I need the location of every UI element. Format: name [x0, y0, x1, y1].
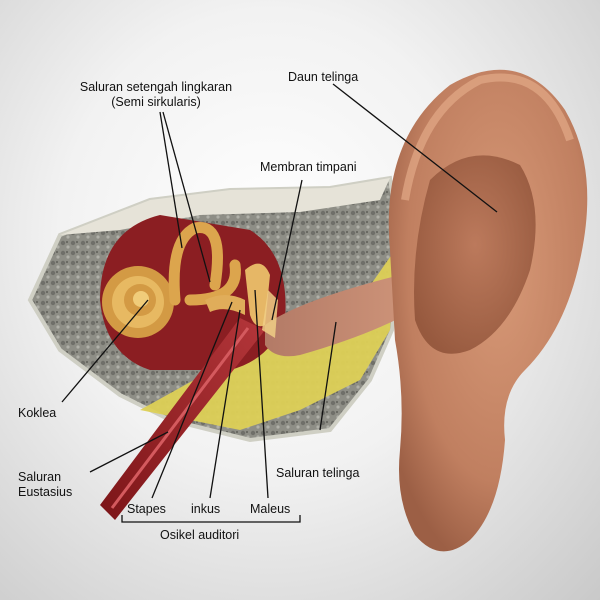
leader-lines — [61, 83, 498, 523]
label-malleus: Maleus — [250, 502, 291, 516]
label-semicircular-line1: Saluran setengah lingkaran — [79, 80, 233, 94]
label-semicircular-line2: (Semi sirkularis) — [111, 95, 201, 109]
label-ear-canal: Saluran telinga — [276, 466, 360, 480]
ossicles-shape — [205, 263, 278, 338]
label-incus: inkus — [191, 502, 221, 516]
helix-rim — [401, 73, 574, 201]
label-auditory-ossicles: Osikel auditori — [160, 528, 240, 542]
label-semicircular-canals: Saluran setengah lingkaran (Semi sirkula… — [66, 80, 246, 110]
label-pinna: Daun telinga — [288, 70, 359, 84]
bone-top-surface — [60, 178, 390, 235]
cochlea-shape — [102, 266, 174, 338]
ear-canal-tube — [265, 275, 415, 357]
label-eustachian-tube: Saluran Eustasius — [18, 470, 72, 500]
concha-bowl — [414, 155, 536, 354]
label-eustachian-line2: Eustasius — [18, 485, 73, 499]
label-cochlea: Koklea — [18, 406, 57, 420]
label-stapes: Stapes — [127, 502, 166, 516]
label-eustachian-line1: Saluran — [18, 470, 62, 484]
label-tympanic-membrane: Membran timpani — [260, 160, 357, 174]
